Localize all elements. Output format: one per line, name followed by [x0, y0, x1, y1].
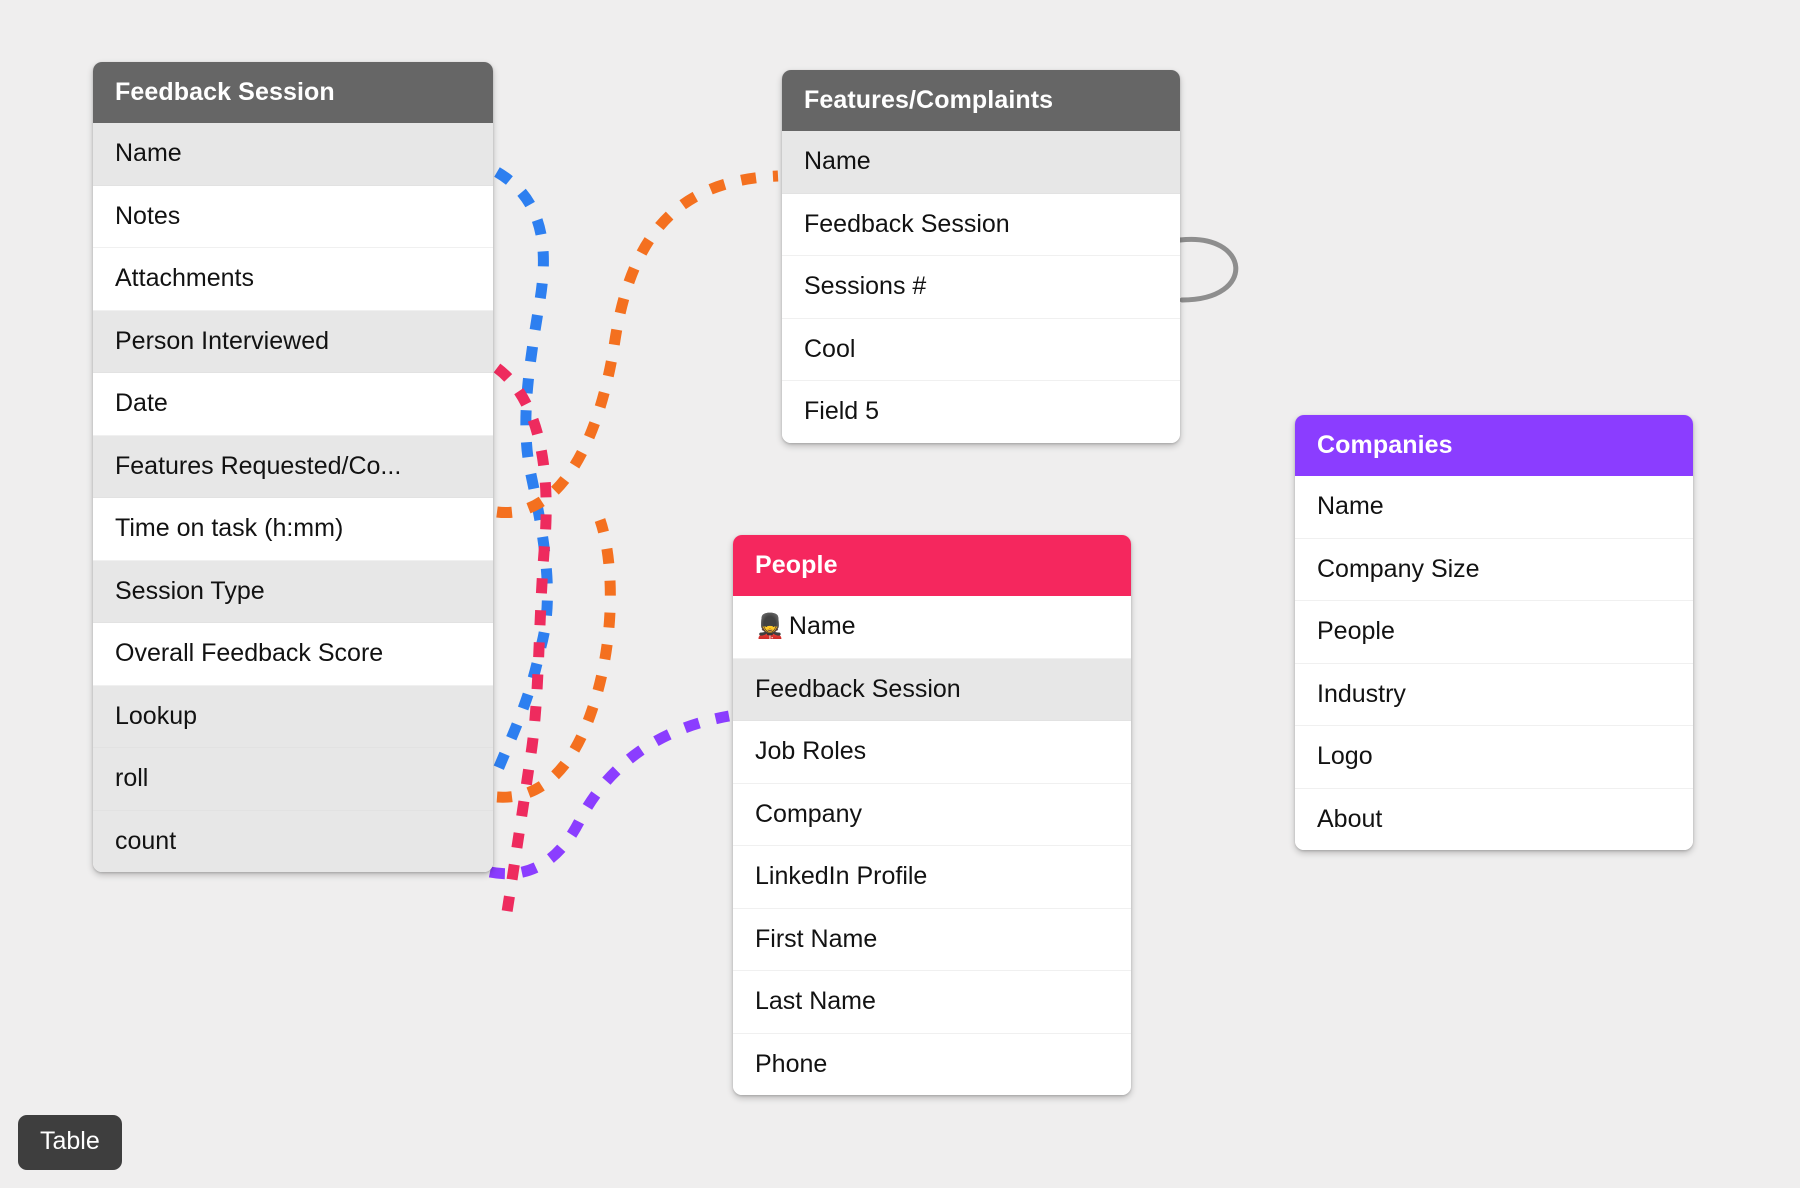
field-label: Notes — [115, 201, 181, 230]
field-row[interactable]: LinkedIn Profile — [733, 846, 1131, 909]
field-row[interactable]: Session Type — [93, 560, 493, 624]
field-row[interactable]: count — [93, 810, 493, 873]
field-label: Phone — [755, 1049, 828, 1078]
field-label: count — [115, 826, 177, 855]
link-feedback-to-people-purple — [488, 710, 730, 880]
field-row[interactable]: Name — [782, 131, 1180, 194]
field-row[interactable]: Person Interviewed — [93, 310, 493, 374]
link-features-self-loop — [1177, 236, 1239, 303]
field-label: Name — [788, 612, 856, 641]
table-type-badge[interactable]: Table — [18, 1115, 122, 1170]
field-row[interactable]: Company Size — [1295, 538, 1693, 602]
link-feedback-person-to-people-pink — [493, 363, 552, 926]
field-label: Name — [115, 139, 182, 168]
field-row[interactable]: Company — [733, 783, 1131, 847]
field-label: Field 5 — [804, 397, 880, 426]
field-label: About — [1317, 804, 1383, 833]
field-label: Industry — [1317, 679, 1406, 708]
field-row[interactable]: Logo — [1295, 726, 1693, 789]
field-label: Date — [115, 389, 168, 418]
field-row[interactable]: Name — [1295, 476, 1693, 539]
field-label: People — [1317, 617, 1395, 646]
field-label: Overall Feedback Score — [115, 639, 384, 668]
field-label: Company — [755, 799, 862, 828]
field-label: LinkedIn Profile — [755, 862, 928, 891]
field-row[interactable]: People — [1295, 601, 1693, 664]
table-title-people: People — [733, 535, 1131, 597]
field-row[interactable]: Job Roles — [733, 721, 1131, 784]
link-feedback-to-people-orange — [496, 518, 616, 803]
field-row[interactable]: Field 5 — [782, 381, 1180, 443]
field-label: Features Requested/Co... — [115, 451, 402, 480]
field-row[interactable]: Time on task (h:mm) — [93, 498, 493, 561]
field-label: Lookup — [115, 701, 198, 730]
field-row[interactable]: Sessions # — [782, 256, 1180, 319]
field-row[interactable]: Industry — [1295, 663, 1693, 727]
field-label: Time on task (h:mm) — [115, 514, 344, 543]
guardsman-icon: 💂 — [755, 612, 785, 640]
table-title-features-complaints: Features/Complaints — [782, 70, 1180, 132]
field-row[interactable]: Notes — [93, 185, 493, 249]
field-label: roll — [115, 764, 149, 793]
field-row[interactable]: roll — [93, 748, 493, 811]
field-label: Job Roles — [755, 737, 867, 766]
field-row[interactable]: Date — [93, 373, 493, 436]
field-row[interactable]: Overall Feedback Score — [93, 623, 493, 686]
field-label: Name — [1317, 492, 1384, 521]
field-label: Logo — [1317, 742, 1373, 771]
field-label: Session Type — [115, 576, 265, 605]
field-row[interactable]: Name — [93, 123, 493, 186]
field-label: Person Interviewed — [115, 326, 330, 355]
field-row[interactable]: First Name — [733, 908, 1131, 972]
field-label: Company Size — [1317, 554, 1480, 583]
field-label: Attachments — [115, 264, 254, 293]
field-label: First Name — [755, 924, 878, 953]
field-row[interactable]: Last Name — [733, 971, 1131, 1034]
field-label: Feedback Session — [755, 674, 961, 703]
field-row[interactable]: Phone — [733, 1033, 1131, 1096]
field-row[interactable]: Attachments — [93, 248, 493, 311]
field-row[interactable]: 💂Name — [733, 596, 1131, 659]
link-feedback-to-features-blue — [491, 167, 553, 775]
field-row[interactable]: Features Requested/Co... — [93, 435, 493, 499]
field-row[interactable]: Feedback Session — [733, 658, 1131, 722]
table-title-feedback-session: Feedback Session — [93, 62, 493, 124]
field-row[interactable]: About — [1295, 788, 1693, 851]
table-title-companies: Companies — [1295, 415, 1693, 477]
field-label: Last Name — [755, 987, 876, 1016]
field-label: Cool — [804, 334, 856, 363]
link-feedback-name-to-features-orange — [496, 170, 779, 518]
field-label: Name — [804, 147, 871, 176]
field-row[interactable]: Lookup — [93, 685, 493, 749]
field-label: Feedback Session — [804, 209, 1010, 238]
field-row[interactable]: Cool — [782, 318, 1180, 382]
field-row[interactable]: Feedback Session — [782, 193, 1180, 257]
field-label: Sessions # — [804, 272, 927, 301]
